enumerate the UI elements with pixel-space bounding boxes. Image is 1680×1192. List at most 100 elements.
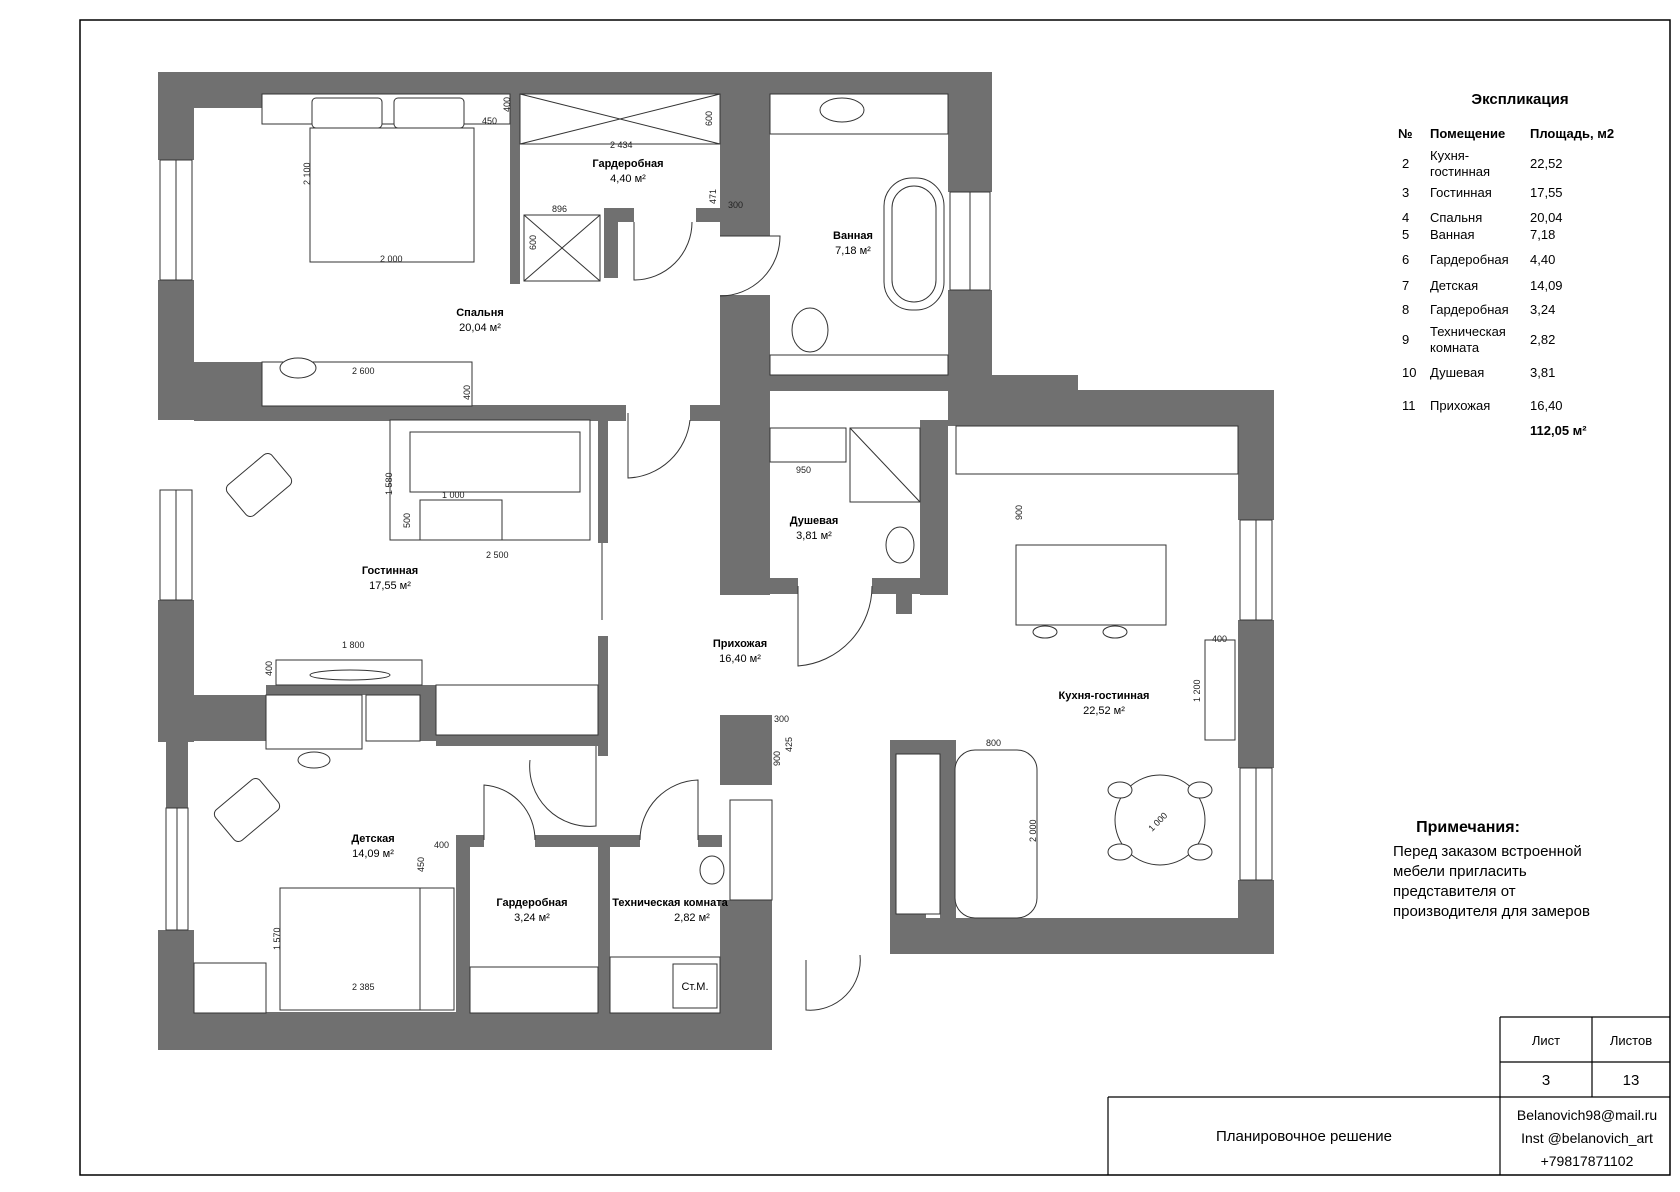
dimensions: 450 400 2 434 600 2 100 2 000 896 600 47… — [264, 97, 1227, 992]
dimension: 950 — [796, 465, 811, 475]
wall — [720, 176, 770, 236]
dimension: 300 — [774, 714, 789, 724]
wall — [698, 835, 722, 847]
wall — [266, 685, 420, 695]
armchair — [225, 452, 293, 518]
dimension: 400 — [462, 385, 472, 400]
room-area: 14,09 м² — [352, 848, 394, 860]
legend-row-number: 10 — [1402, 365, 1416, 380]
shower-toilet — [885, 526, 915, 564]
legend-row-name: Ванная — [1430, 227, 1475, 242]
legend-row-area: 4,40 — [1530, 252, 1555, 267]
wall — [158, 72, 194, 160]
wall — [158, 1012, 268, 1050]
legend-row-area: 16,40 — [1530, 398, 1563, 413]
room-name: Техническая комната — [612, 897, 728, 909]
door-nursery — [529, 746, 597, 827]
legend-row-area: 22,52 — [1530, 156, 1563, 171]
furniture: Ст.М. — [193, 93, 1239, 1014]
chair — [279, 357, 317, 379]
legend-row-area: 3,81 — [1530, 365, 1555, 380]
bar-stool — [1102, 625, 1128, 639]
pillow — [393, 97, 465, 129]
door-bedroom — [627, 413, 691, 479]
headboard — [261, 93, 511, 125]
wall — [598, 421, 608, 543]
wall — [720, 900, 772, 1050]
room-area: 3,24 м² — [514, 912, 550, 924]
dimension: 800 — [986, 738, 1001, 748]
room-area: 16,40 м² — [719, 653, 761, 665]
sheets-total: 13 — [1623, 1072, 1640, 1089]
legend-row-area: 17,55 — [1530, 185, 1563, 200]
dimension: 2 385 — [352, 982, 375, 992]
bed-headboard — [419, 887, 455, 1011]
wall — [948, 390, 1274, 426]
legend-header: Помещение — [1430, 126, 1505, 141]
sofa — [409, 431, 581, 493]
dimension: 1 570 — [272, 927, 282, 950]
dimension: 400 — [434, 840, 449, 850]
dimension: 400 — [1212, 634, 1227, 644]
legend-row-area: 20,04 — [1530, 210, 1563, 225]
kitchen-shelves — [895, 753, 941, 915]
double-bed — [309, 127, 475, 263]
tech-sink — [699, 855, 725, 885]
dining-chair — [1107, 843, 1133, 861]
windows — [159, 159, 1273, 931]
contact-phone: +79817871102 — [1541, 1153, 1634, 1169]
dimension: 900 — [1014, 505, 1024, 520]
room-area: 4,40 м² — [610, 173, 646, 185]
dimension: 500 — [402, 513, 412, 528]
wall — [420, 685, 440, 741]
dimension: 2 600 — [352, 366, 375, 376]
room-area: 17,55 м² — [369, 580, 411, 592]
wall — [166, 740, 188, 808]
room-name: Детская — [351, 833, 394, 845]
dimension: 1 200 — [1192, 679, 1202, 702]
dimension: 2 000 — [380, 254, 403, 264]
wall — [598, 636, 608, 756]
kids-shelf — [365, 694, 421, 742]
meter-box — [672, 963, 718, 1009]
dimension: 471 — [708, 189, 718, 204]
dimension: 2 500 — [486, 550, 509, 560]
legend-row-number: 8 — [1402, 302, 1409, 317]
sheet-label: Лист — [1532, 1033, 1560, 1048]
door-closet — [633, 221, 693, 281]
dining-chair — [1187, 781, 1213, 799]
shower-sink — [769, 427, 847, 463]
room-name: Гардеробная — [496, 897, 567, 909]
dimension: 600 — [528, 235, 538, 250]
legend-row-number: 3 — [1402, 185, 1409, 200]
room-name: Спальня — [456, 307, 504, 319]
sheet-frame — [79, 19, 1671, 1176]
wall — [436, 734, 608, 746]
wall — [456, 835, 470, 1015]
hall-cabinet — [729, 799, 773, 901]
legend-row-name: Гардеробная — [1430, 302, 1509, 317]
wall — [194, 695, 266, 741]
dimension: 2 100 — [302, 162, 312, 185]
legend-row-area: 7,18 — [1530, 227, 1555, 242]
room-area: 2,82 м² — [674, 912, 710, 924]
wall — [920, 420, 948, 595]
wall — [1238, 620, 1274, 768]
wall — [690, 405, 720, 421]
room-area: 20,04 м² — [459, 322, 501, 334]
doors — [483, 221, 873, 1011]
room-name: Прихожая — [713, 638, 767, 650]
room-labels: Спальня 20,04 м² Гардеробная 4,40 м² Ван… — [351, 158, 1149, 924]
dimension: 900 — [772, 751, 782, 766]
wall — [604, 208, 618, 278]
dimension: 1 800 — [342, 640, 365, 650]
desk-chair — [297, 751, 331, 769]
door-tech — [639, 779, 699, 841]
dining-chair — [1107, 781, 1133, 799]
wall — [896, 578, 912, 614]
notes-line: производителя для замеров — [1393, 903, 1590, 920]
wall — [598, 835, 610, 1015]
contact-email: Belanovich98@mail.ru — [1517, 1107, 1657, 1123]
dimension: 2 434 — [610, 140, 633, 150]
